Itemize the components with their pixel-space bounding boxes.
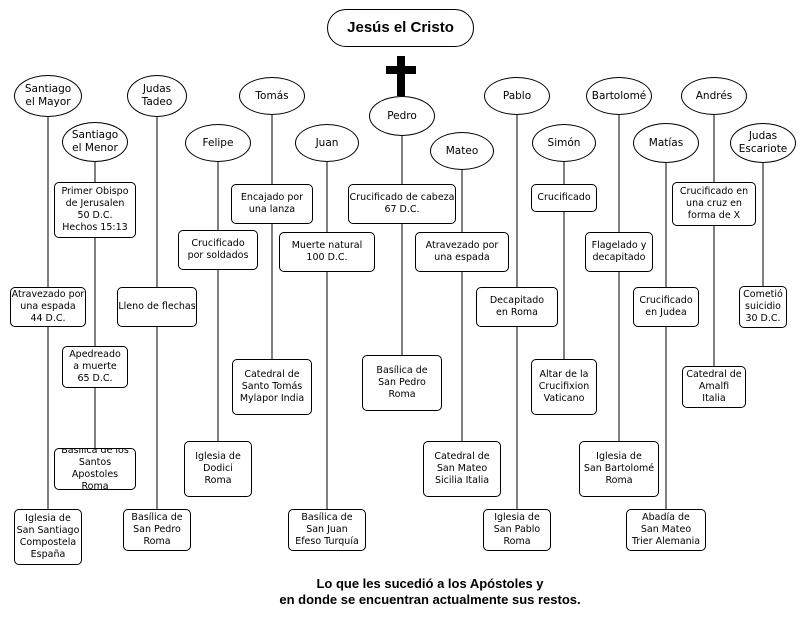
apostle-pedro: Pedro (369, 96, 435, 136)
step-bartolome-1: Flagelado y decapitado (585, 232, 653, 272)
step-felipe-1: Crucificado por soldados (178, 230, 258, 270)
step-pedro-1: Crucificado de cabeza 67 D.C. (348, 184, 456, 224)
apostle-juan: Juan (295, 124, 359, 162)
caption: Lo que les sucedió a los Apóstoles y en … (200, 576, 660, 608)
step-santiago-menor-1: Primer Obispo de Jerusalen 50 D.C. Hecho… (54, 182, 136, 238)
step-andres-1: Crucificado en una cruz en forma de X (672, 182, 756, 226)
caption-line-2: en donde se encuentran actualmente sus r… (279, 592, 581, 607)
step-felipe-2: Iglesia de Dodici Roma (184, 441, 252, 497)
step-santiago-menor-2: Apedreado a muerte 65 D.C. (62, 346, 128, 388)
apostle-matias: Matías (633, 123, 699, 163)
apostle-judas-tadeo: Judas Tadeo (127, 75, 187, 117)
apostle-bartolome: Bartolomé (586, 77, 652, 115)
step-pedro-2: Basílica de San Pedro Roma (362, 355, 442, 411)
step-tomas-1: Encajado por una lanza (231, 184, 313, 224)
apostle-judas-escariote: Judas Escariote (730, 123, 796, 163)
step-juan-1: Muerte natural 100 D.C. (279, 232, 375, 272)
step-juan-2: Basílica de San Juan Efeso Turquía (288, 509, 366, 551)
step-matias-2: Abadía de San Mateo Trier Alemania (626, 509, 706, 551)
step-andres-2: Catedral de Amalfi Italia (682, 366, 746, 408)
step-judas-tadeo-2: Basílica de San Pedro Roma (123, 509, 191, 551)
apostle-mateo: Mateo (430, 132, 494, 170)
step-santiago-menor-3: Basílica de los Santos Apostoles Roma (54, 448, 136, 490)
step-judas-escariote-1: Cometió suicidio 30 D.C. (739, 286, 787, 328)
apostle-santiago-mayor: Santiago el Mayor (14, 75, 82, 117)
step-pablo-1: Decapitado en Roma (476, 287, 558, 327)
title-jesus-el-cristo: Jesús el Cristo (327, 9, 474, 47)
caption-line-1: Lo que les sucedió a los Apóstoles y (316, 576, 544, 591)
apostle-andres: Andrés (681, 77, 747, 115)
step-tomas-2: Catedral de Santo Tomás Mylapor India (232, 359, 312, 415)
step-santiago-mayor-1: Atravezado por una espada 44 D.C. (10, 287, 86, 327)
apostle-simon: Simón (532, 124, 596, 162)
step-bartolome-2: Iglesia de San Bartolomé Roma (579, 441, 659, 497)
latin-cross-icon (386, 56, 416, 96)
step-mateo-1: Atravezado por una espada (415, 232, 509, 272)
step-matias-1: Crucificado en Judea (633, 287, 699, 327)
step-judas-tadeo-1: Lleno de flechas (117, 287, 197, 327)
step-pablo-2: Iglesia de San Pablo Roma (483, 509, 551, 551)
step-santiago-mayor-2: Iglesia de San Santiago Compostela Españ… (14, 509, 82, 565)
apostle-tomas: Tomás (239, 77, 305, 115)
step-simon-1: Crucificado (531, 184, 597, 212)
apostle-santiago-menor: Santiago el Menor (62, 122, 128, 162)
apostle-felipe: Felipe (185, 124, 251, 162)
apostle-pablo: Pablo (484, 77, 550, 115)
step-mateo-2: Catedral de San Mateo Sicilia Italia (423, 441, 501, 497)
step-simon-2: Altar de la Crucifixion Vaticano (531, 359, 597, 415)
